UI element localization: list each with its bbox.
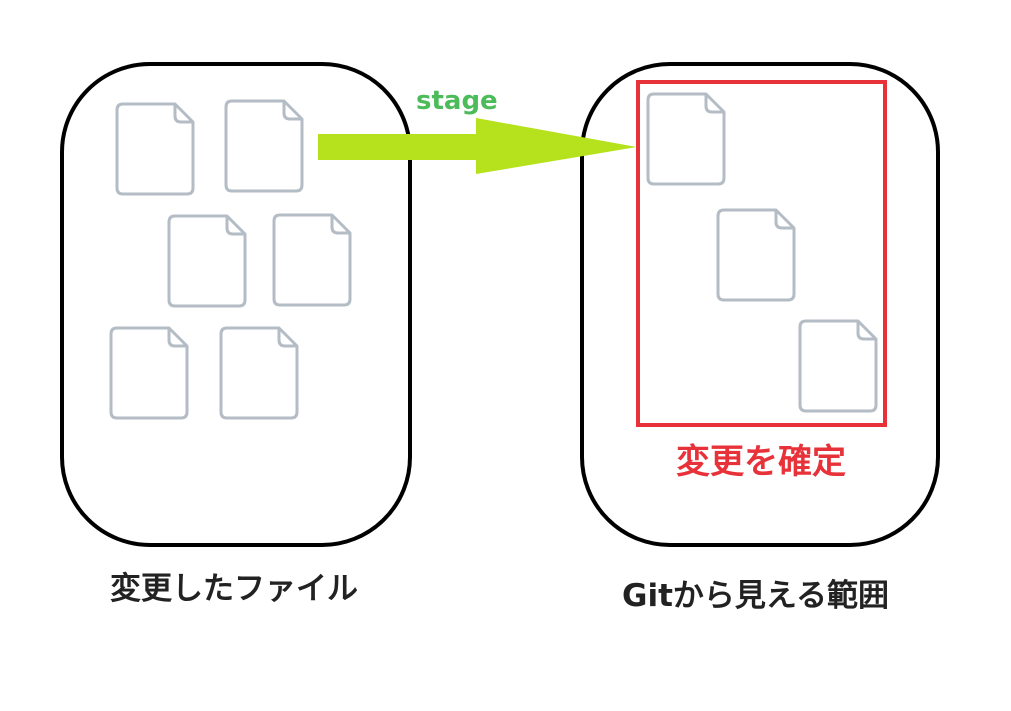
git-view-caption: Gitから見える範囲: [622, 578, 889, 614]
file-icon: [167, 214, 247, 308]
file-icon: [272, 213, 352, 307]
commit-label: 変更を確定: [676, 442, 846, 482]
stage-arrow-icon: [318, 118, 637, 174]
commit-frame: [636, 80, 887, 427]
file-icon: [224, 99, 304, 193]
staged-file-icon: [798, 319, 878, 413]
staged-file-icon: [646, 92, 726, 186]
staged-file-icon: [716, 208, 796, 302]
file-icon: [115, 102, 195, 196]
changed-files-caption: 変更したファイル: [110, 571, 358, 607]
file-icon: [109, 326, 189, 420]
stage-arrow-label: stage: [416, 86, 498, 116]
file-icon: [219, 326, 299, 420]
